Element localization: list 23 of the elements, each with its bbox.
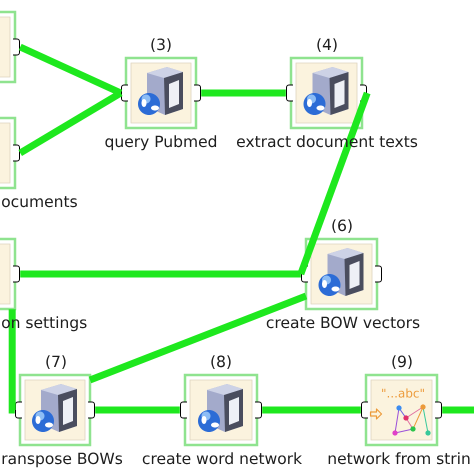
- connector-line: [8, 309, 16, 414]
- node-label: ranspose BOWs: [2, 452, 122, 468]
- node-label: query Pubmed: [105, 135, 216, 150]
- node-number: (3): [151, 38, 171, 52]
- node-number: (7): [46, 355, 66, 370]
- node-number: (8): [211, 355, 231, 370]
- connector-line: [95, 406, 180, 414]
- connector-line: [298, 92, 370, 276]
- node-number: (9): [392, 355, 412, 370]
- connector-line: [20, 270, 301, 278]
- connector-line: [262, 406, 361, 414]
- node-number: (4): [317, 38, 337, 52]
- icon-text: "...abc": [382, 388, 424, 398]
- connector-line: [442, 406, 474, 414]
- node-label: create word network: [142, 452, 302, 464]
- connector-line: [18, 44, 122, 96]
- node-label: create BOW vectors: [266, 316, 420, 328]
- node-number: (6): [332, 219, 352, 234]
- connector-line: [88, 292, 308, 384]
- node-label: ocuments: [2, 196, 77, 208]
- node-label: network from strin: [328, 452, 470, 464]
- connector-line: [201, 90, 286, 96]
- connector-line: [18, 90, 123, 156]
